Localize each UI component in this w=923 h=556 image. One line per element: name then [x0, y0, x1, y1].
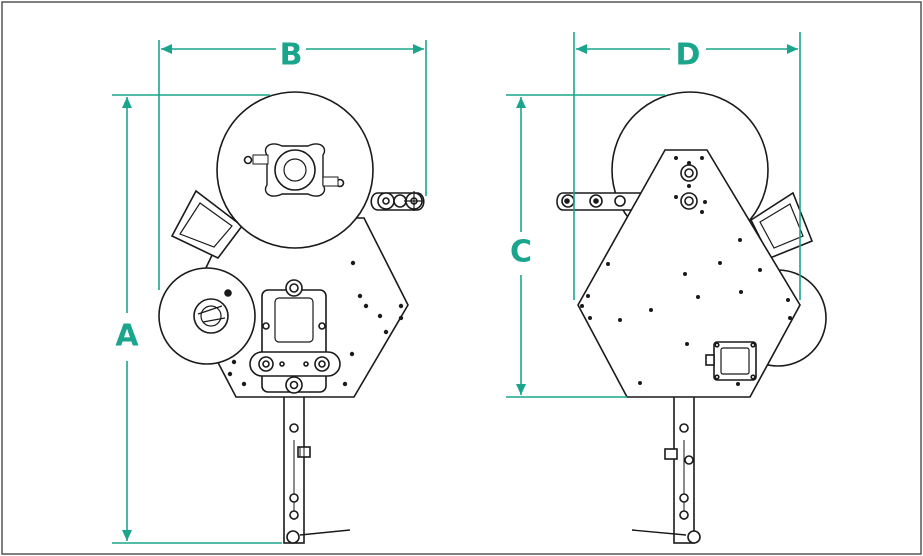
dimension-c-label: C [510, 235, 532, 270]
dim-d-arrow-left [576, 44, 587, 54]
dimension-b-label: B [280, 38, 303, 73]
front-applicator-arm [283, 394, 351, 544]
back-base-plate [577, 149, 801, 398]
dim-c-arrow-bottom [516, 384, 526, 395]
dimension-lines [112, 32, 801, 544]
front-supply-reel [216, 91, 374, 249]
dimension-a-label: A [115, 319, 139, 354]
front-guide-rollers [370, 191, 425, 211]
front-rewind-reel [158, 267, 256, 365]
dim-d-arrow-right [787, 44, 798, 54]
dim-c-arrow-top [516, 97, 526, 108]
back-applicator-arm [631, 394, 701, 544]
dim-a-arrow-top [122, 97, 132, 108]
back-junction-box [705, 341, 757, 381]
front-display-panel [170, 189, 244, 260]
dimension-d-label: D [676, 38, 701, 73]
back-view [556, 91, 827, 544]
back-display-panel [749, 191, 814, 260]
dim-b-arrow-left [161, 44, 172, 54]
front-view [158, 91, 425, 544]
dim-b-arrow-right [413, 44, 424, 54]
dim-a-arrow-bottom [122, 530, 132, 541]
back-base-holes [580, 156, 792, 386]
front-base-holes [227, 260, 404, 387]
back-top-knobs [680, 161, 698, 210]
front-control-bracket [249, 279, 341, 394]
